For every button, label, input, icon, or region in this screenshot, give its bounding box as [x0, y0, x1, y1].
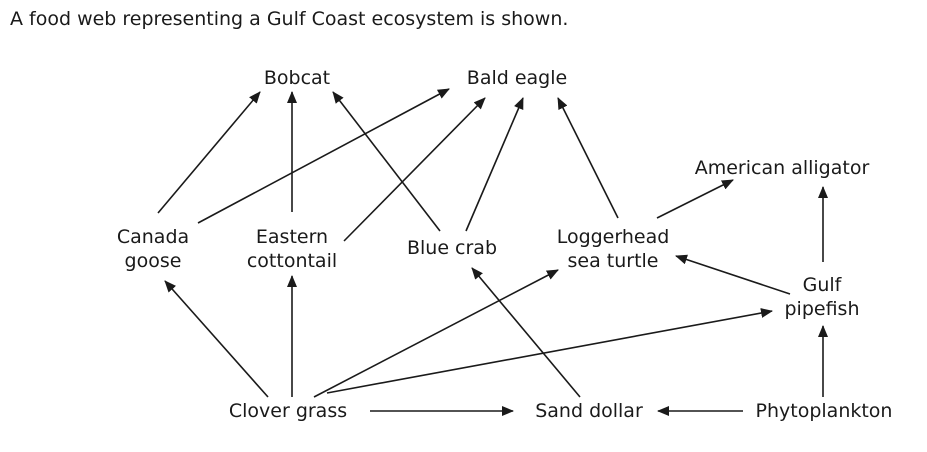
node-label-line: Phytoplankton — [756, 400, 893, 422]
arrow-canada-goose-to-bald-eagle — [197, 88, 450, 224]
arrow-clover-grass-to-canada-goose — [164, 280, 269, 398]
arrow-loggerhead-sea-turtle-to-american-alligator — [656, 179, 734, 219]
arrow-clover-grass-to-gulf-pipefish — [326, 308, 773, 394]
node-american-alligator: American alligator — [695, 157, 870, 179]
node-label-line: Clover grass — [229, 400, 347, 422]
node-bald-eagle: Bald eagle — [467, 67, 567, 89]
arrow-eastern-cottontail-to-bald-eagle — [343, 97, 486, 242]
node-label-line: American alligator — [695, 157, 870, 179]
node-label-line: Bald eagle — [467, 67, 567, 89]
node-label: Clover grass — [229, 400, 347, 422]
node-bobcat: Bobcat — [264, 67, 330, 89]
node-label-line: cottontail — [247, 250, 337, 272]
node-phytoplankton: Phytoplankton — [756, 400, 893, 422]
node-label-line: Bobcat — [264, 67, 330, 89]
node-sand-dollar: Sand dollar — [535, 400, 643, 422]
node-label: Sand dollar — [535, 400, 643, 422]
node-label-line: Canada — [117, 226, 189, 248]
node-label-line: Blue crab — [407, 237, 497, 259]
node-label-line: Sand dollar — [535, 400, 643, 422]
arrow-loggerhead-sea-turtle-to-bald-eagle — [557, 97, 619, 219]
arrow-blue-crab-to-bobcat — [332, 91, 441, 232]
node-label: Phytoplankton — [756, 400, 893, 422]
node-clover-grass: Clover grass — [229, 400, 347, 422]
node-label-line: pipefish — [785, 298, 860, 320]
node-label-line: Loggerhead — [557, 226, 670, 248]
node-label: American alligator — [695, 157, 870, 179]
node-label: Bald eagle — [467, 67, 567, 89]
intro-text: A food web representing a Gulf Coast eco… — [10, 8, 569, 30]
arrow-blue-crab-to-bald-eagle — [465, 97, 524, 232]
node-blue-crab: Blue crab — [407, 237, 497, 259]
node-label: Blue crab — [407, 237, 497, 259]
node-label-line: sea turtle — [568, 250, 659, 272]
node-label: Bobcat — [264, 67, 330, 89]
node-label-line: goose — [125, 250, 182, 272]
arrow-gulf-pipefish-to-loggerhead-sea-turtle — [675, 254, 791, 295]
node-label-line: Gulf — [803, 274, 843, 296]
arrow-sand-dollar-to-blue-crab — [471, 267, 581, 398]
arrow-clover-grass-to-loggerhead-sea-turtle — [313, 269, 559, 398]
arrow-canada-goose-to-bobcat — [157, 91, 261, 214]
node-label-line: Eastern — [256, 226, 328, 248]
